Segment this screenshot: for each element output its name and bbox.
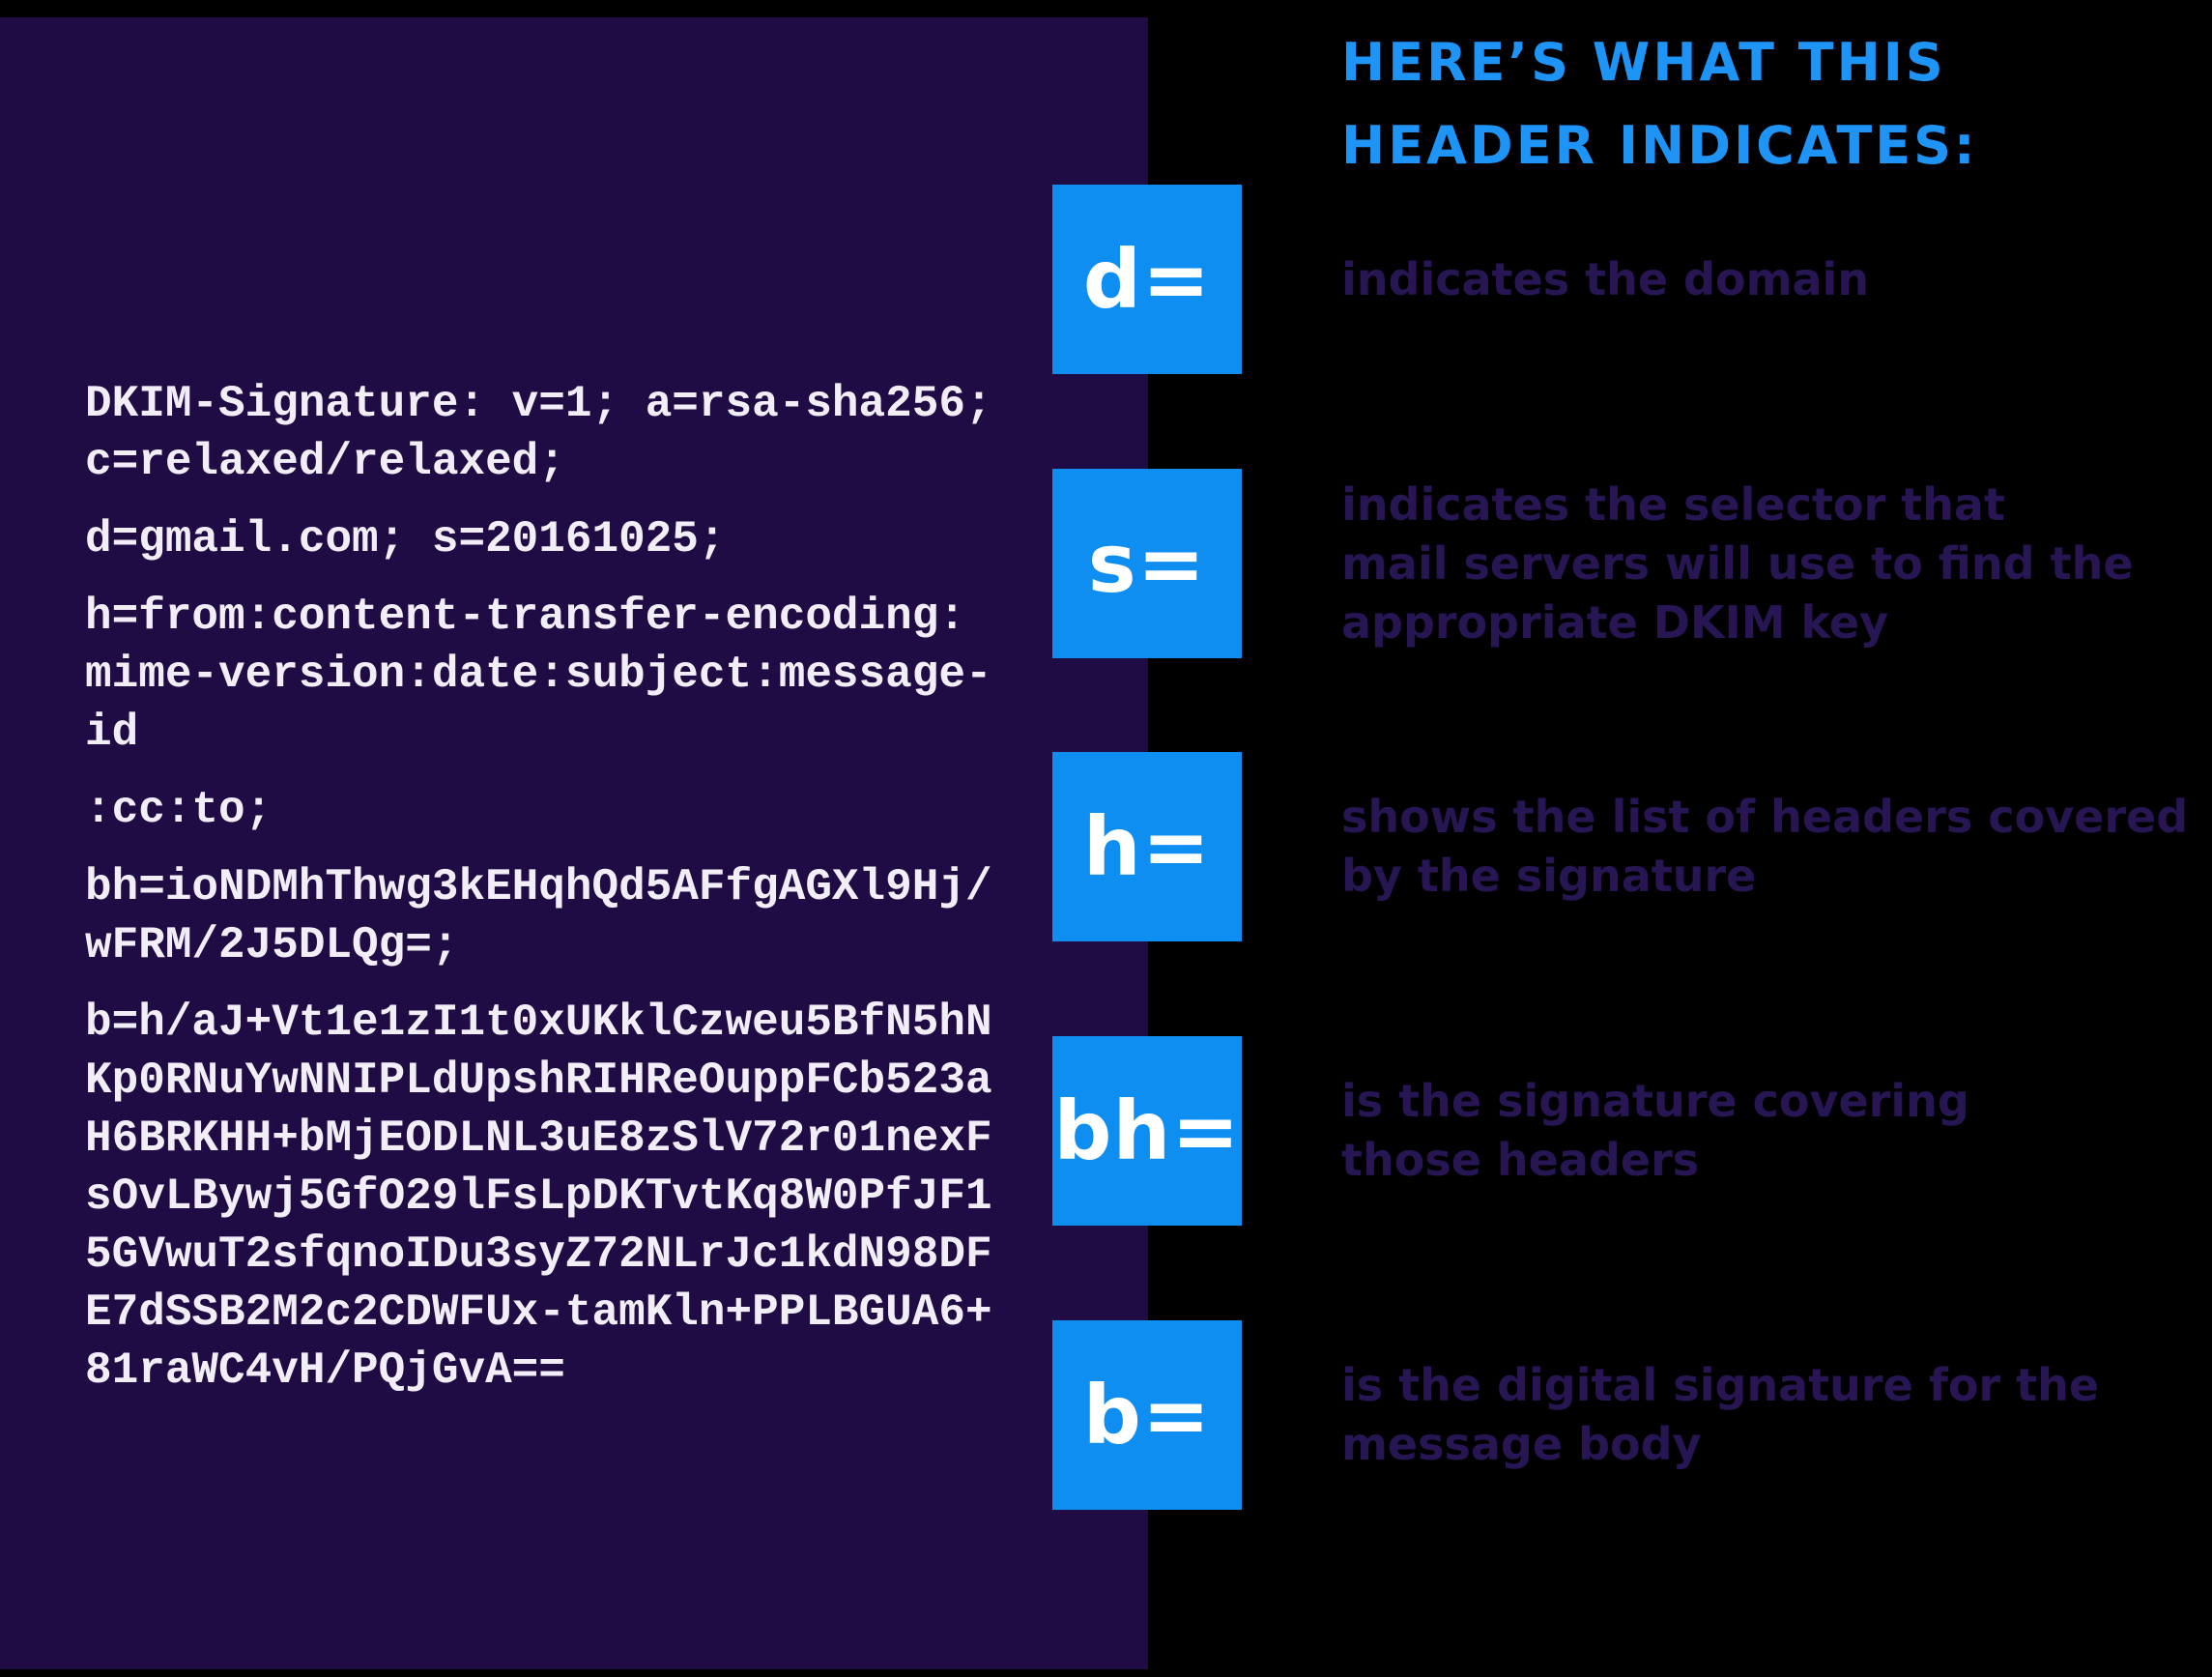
page-title: HERE’S WHAT THIS HEADER INDICATES:: [1341, 32, 1978, 176]
legend-row-h: h= shows the list of headers covered by …: [1052, 752, 2212, 941]
dkim-header-panel: DKIM-Signature: v=1; a=rsa-sha256; c=rel…: [0, 17, 1148, 1669]
legend-row-bh: bh= is the signature covering those head…: [1052, 1036, 2212, 1226]
badge-b: b=: [1052, 1320, 1242, 1510]
code-paragraph-domain: d=gmail.com; s=20161025;: [85, 514, 726, 564]
dkim-signature-code: DKIM-Signature: v=1; a=rsa-sha256; c=rel…: [85, 375, 1071, 1419]
badge-b-label: b=: [1082, 1368, 1212, 1462]
badge-h-description: shows the list of headers covered by the…: [1341, 791, 2189, 902]
legend-row-s: s= indicates the selector that mail serv…: [1052, 469, 2212, 658]
badge-bh: bh=: [1052, 1036, 1242, 1226]
code-paragraph-body-hash: bh=ioNDMhThwg3kEHqhQd5AFfgAGXl9Hj/ wFRM/…: [85, 862, 992, 970]
badge-s: s=: [1052, 469, 1242, 658]
badge-d-label: d=: [1082, 232, 1212, 327]
badge-bh-label: bh=: [1053, 1084, 1241, 1178]
badge-s-description: indicates the selector that mail servers…: [1341, 477, 2134, 649]
badge-d-description: indicates the domain: [1341, 252, 1870, 305]
legend-row-b: b= is the digital signature for the mess…: [1052, 1320, 2212, 1510]
badge-bh-description: is the signature covering those headers: [1341, 1075, 1969, 1186]
badge-h: h=: [1052, 752, 1242, 941]
code-paragraph-signature-data: b=h/aJ+Vt1e1zI1t0xUKklCzweu5BfN5hN Kp0RN…: [85, 998, 992, 1396]
code-paragraph-signature: DKIM-Signature: v=1; a=rsa-sha256; c=rel…: [85, 379, 992, 487]
code-paragraph-cc-to: :cc:to;: [85, 785, 273, 835]
badge-d: d=: [1052, 185, 1242, 374]
badge-b-description: is the digital signature for the message…: [1341, 1359, 2100, 1470]
badge-h-label: h=: [1082, 799, 1212, 894]
legend-row-d: d= indicates the domain: [1052, 185, 2212, 374]
badge-s-label: s=: [1087, 516, 1207, 611]
code-paragraph-headers: h=from:content-transfer-encoding: mime-v…: [85, 592, 992, 758]
